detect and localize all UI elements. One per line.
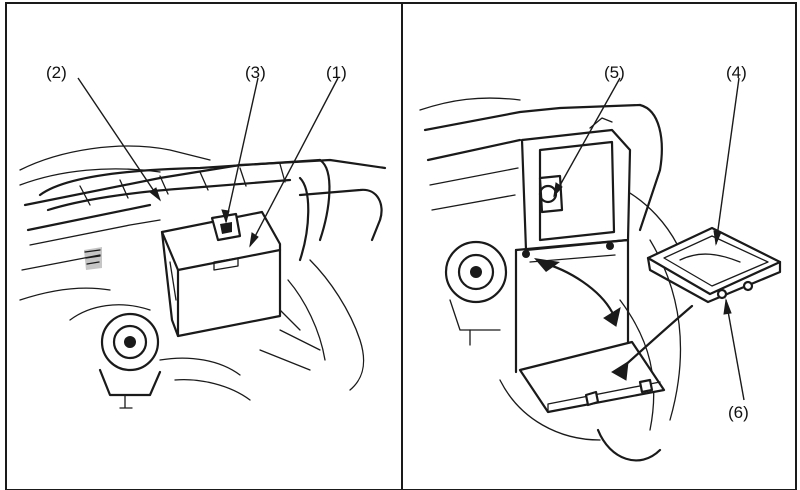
callout-5: (5) [604,63,625,82]
leader-arrowhead-5 [553,182,563,198]
right-panel-frame [401,2,797,490]
leader-arrowhead-6 [723,298,732,315]
leader-line-5 [553,77,621,197]
leader-arrowhead-1 [249,232,259,248]
leader-line-1 [249,77,339,247]
leader-line-4 [715,77,740,245]
callout-2: (2) [46,63,67,82]
leader-arrowhead-4 [713,230,722,246]
callout-6: (6) [728,403,749,422]
leader-arrowhead-2 [149,187,162,202]
leader-arrowhead-3 [221,209,230,224]
callout-1: (1) [326,63,347,82]
leader-line-2 [77,77,161,201]
leader-line-3 [225,77,259,223]
callout-3: (3) [245,63,266,82]
left-panel-drawing [19,145,387,409]
callout-4: (4) [726,63,747,82]
leader-line-6 [725,299,745,401]
right-panel-drawing [419,97,782,462]
